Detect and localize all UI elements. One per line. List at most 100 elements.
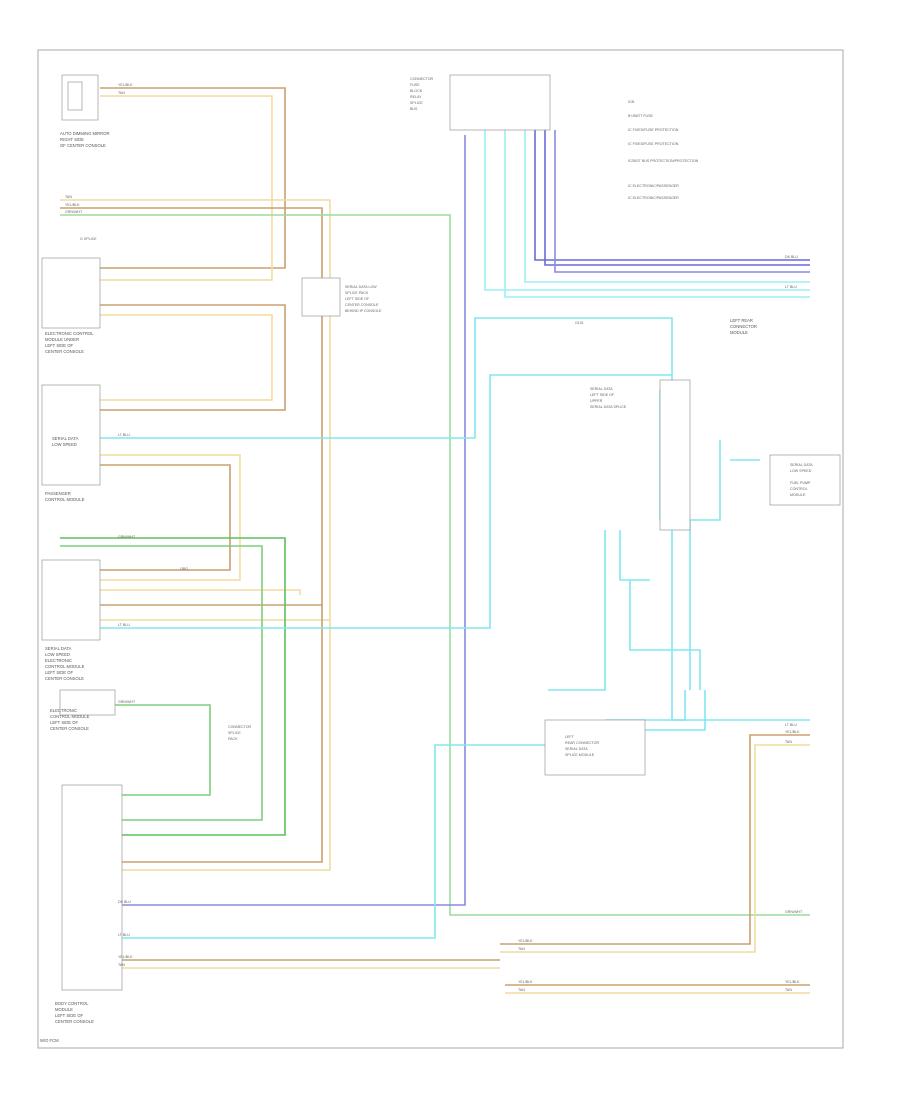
splice-left: G SPLICE [80, 237, 97, 241]
svg-text:LEFT SIDE OF: LEFT SIDE OF [50, 720, 79, 725]
component-body-control-module: BODY CONTROL MODULE LEFT SIDE OF CENTER … [55, 784, 123, 1024]
svg-text:IC/DIST BUS PROTECTION/PROTECT: IC/DIST BUS PROTECTION/PROTECTION [628, 159, 699, 163]
legend: IGN B+/BATT FUSE IC FIXED/FUSE PROTECTIO… [628, 100, 699, 200]
svg-text:FUSE: FUSE [410, 83, 420, 87]
svg-text:TAN: TAN [65, 195, 72, 199]
svg-text:BEHIND IP CONSOLE: BEHIND IP CONSOLE [345, 309, 382, 313]
svg-text:SPLICE: SPLICE [228, 731, 241, 735]
svg-text:RELAY: RELAY [410, 95, 422, 99]
component-splice-mid: SERIAL DATA LEFT SIDE OF UPPER SERIAL DA… [590, 379, 691, 531]
svg-text:ELECTRONIC: ELECTRONIC [45, 658, 72, 663]
component-module-5: SERIAL DATA LOW SPEED ELECTRONIC CONTROL… [41, 559, 101, 681]
svg-text:CONTROL MODULE: CONTROL MODULE [45, 497, 85, 502]
svg-text:BUS: BUS [410, 107, 418, 111]
svg-text:ELECTRONIC CONTROL: ELECTRONIC CONTROL [45, 331, 94, 336]
component-right-side: SERIAL DATA LOW SPEED FUEL PUMP CONTROL … [769, 454, 841, 506]
svg-text:YEL/BLK: YEL/BLK [65, 203, 80, 207]
svg-text:MODULE UNDER: MODULE UNDER [45, 337, 79, 342]
svg-text:REAR CONNECTOR: REAR CONNECTOR [565, 741, 599, 745]
component-top-center: CONNECTOR FUSE BLOCK RELAY SPLICE BUS [410, 74, 551, 131]
svg-text:TAN: TAN [785, 988, 792, 992]
svg-text:GRN/WHT: GRN/WHT [118, 535, 136, 539]
svg-text:SERIAL DATA LOW: SERIAL DATA LOW [345, 285, 377, 289]
svg-text:G101: G101 [575, 321, 584, 325]
svg-text:TAN: TAN [518, 988, 525, 992]
diagram-frame [37, 49, 844, 1049]
component-bottom-right: LEFT REAR CONNECTOR SERIAL DATA SPLICE M… [544, 719, 646, 776]
svg-text:LT BLU: LT BLU [118, 623, 130, 627]
svg-text:CONNECTOR: CONNECTOR [228, 725, 251, 729]
svg-text:LEFT SIDE OF: LEFT SIDE OF [45, 670, 74, 675]
svg-text:SERIAL DATA SPLICE: SERIAL DATA SPLICE [590, 405, 627, 409]
svg-text:CENTER CONSOLE: CENTER CONSOLE [45, 349, 84, 354]
svg-text:SERIAL DATA: SERIAL DATA [565, 747, 588, 751]
svg-text:LOW SPEED: LOW SPEED [52, 442, 77, 447]
svg-text:IC ELECTRONIC/PASSENGER: IC ELECTRONIC/PASSENGER [628, 196, 679, 200]
svg-text:IC ELECTRONIC/PASSENGER: IC ELECTRONIC/PASSENGER [628, 184, 679, 188]
svg-text:LOW SPEED: LOW SPEED [790, 469, 812, 473]
wires [60, 87, 810, 994]
svg-text:BLOCK: BLOCK [410, 89, 423, 93]
svg-text:PASSENGER: PASSENGER [45, 491, 71, 496]
svg-text:LEFT SIDE OF: LEFT SIDE OF [345, 297, 370, 301]
svg-text:DK BLU: DK BLU [118, 900, 131, 904]
svg-text:MODULE: MODULE [55, 1007, 73, 1012]
svg-text:YEL/BLK: YEL/BLK [118, 83, 133, 87]
svg-text:CONNECTOR: CONNECTOR [410, 77, 433, 81]
svg-text:YEL/BLK: YEL/BLK [785, 730, 800, 734]
svg-text:CENTER CONSOLE: CENTER CONSOLE [55, 1019, 94, 1024]
component-module-2: ELECTRONIC CONTROL MODULE UNDER LEFT SID… [41, 257, 101, 354]
connector-note: CONNECTOR SPLICE PACK [228, 725, 251, 741]
svg-text:SPLICE PACK: SPLICE PACK [345, 291, 369, 295]
svg-text:PACK: PACK [228, 737, 238, 741]
svg-text:DK BLU: DK BLU [785, 255, 798, 259]
svg-text:LT BLU: LT BLU [118, 433, 130, 437]
svg-text:IC FIXED/FUSE PROTECTION: IC FIXED/FUSE PROTECTION [628, 142, 679, 146]
svg-text:YEL/BLK: YEL/BLK [785, 980, 800, 984]
connector-splice-pack: SERIAL DATA LOW SPLICE PACK LEFT SIDE OF… [301, 277, 382, 317]
svg-text:SERIAL DATA: SERIAL DATA [52, 436, 79, 441]
svg-text:CONNECTOR: CONNECTOR [730, 324, 757, 329]
svg-text:ORG: ORG [180, 567, 188, 571]
svg-text:TAN: TAN [518, 947, 525, 951]
svg-text:IC FIXED/FUSE PROTECTION: IC FIXED/FUSE PROTECTION [628, 128, 679, 132]
svg-text:UPPER: UPPER [590, 399, 603, 403]
svg-text:BODY CONTROL: BODY CONTROL [55, 1001, 89, 1006]
svg-text:MODULE: MODULE [730, 330, 748, 335]
svg-text:CONTROL MODULE: CONTROL MODULE [50, 714, 90, 719]
svg-text:IGN: IGN [628, 100, 635, 104]
svg-text:AUTO DIMMING MIRROR: AUTO DIMMING MIRROR [60, 131, 109, 136]
svg-text:SERIAL DATA: SERIAL DATA [790, 463, 813, 467]
svg-text:GRN/WHT: GRN/WHT [785, 910, 803, 914]
svg-text:CENTER CONSOLE: CENTER CONSOLE [345, 303, 379, 307]
svg-text:LOW SPEED: LOW SPEED [45, 652, 70, 657]
svg-text:B+/BATT FUSE: B+/BATT FUSE [628, 114, 654, 118]
svg-text:CENTER CONSOLE: CENTER CONSOLE [45, 676, 84, 681]
svg-text:LEFT: LEFT [565, 735, 575, 739]
svg-text:GRN/WHT: GRN/WHT [65, 210, 83, 214]
svg-text:G SPLICE: G SPLICE [80, 237, 97, 241]
svg-text:LEFT REAR: LEFT REAR [730, 318, 753, 323]
svg-text:LEFT SIDE OF: LEFT SIDE OF [590, 393, 615, 397]
component-module-3: SERIAL DATA LOW SPEED PASSENGER CONTROL … [41, 384, 101, 502]
svg-text:CENTER CONSOLE: CENTER CONSOLE [50, 726, 89, 731]
svg-text:YEL/BLK: YEL/BLK [518, 939, 533, 943]
svg-text:OF CENTER CONSOLE: OF CENTER CONSOLE [60, 143, 106, 148]
svg-text:FUEL PUMP: FUEL PUMP [790, 481, 811, 485]
svg-text:ELECTRONIC: ELECTRONIC [50, 708, 77, 713]
wire-color-labels: YEL/BLK TAN TAN YEL/BLK GRN/WHT LT BLU L… [65, 83, 803, 992]
svg-text:SERIAL DATA: SERIAL DATA [45, 646, 72, 651]
svg-text:GRN/WHT: GRN/WHT [118, 700, 136, 704]
svg-text:SPLICE MODULE: SPLICE MODULE [565, 753, 595, 757]
component-module-6: ELECTRONIC CONTROL MODULE LEFT SIDE OF C… [50, 689, 116, 731]
svg-text:LT BLU: LT BLU [118, 933, 130, 937]
svg-text:CONTROL: CONTROL [790, 487, 808, 491]
svg-text:LT BLU: LT BLU [785, 723, 797, 727]
svg-text:SPLICE: SPLICE [410, 101, 423, 105]
footer-code: W/O FCM [40, 1038, 59, 1043]
svg-text:CONTROL MODULE: CONTROL MODULE [45, 664, 85, 669]
svg-text:SERIAL DATA: SERIAL DATA [590, 387, 613, 391]
svg-text:YEL/BLK: YEL/BLK [518, 980, 533, 984]
svg-text:YEL/BLK: YEL/BLK [118, 955, 133, 959]
